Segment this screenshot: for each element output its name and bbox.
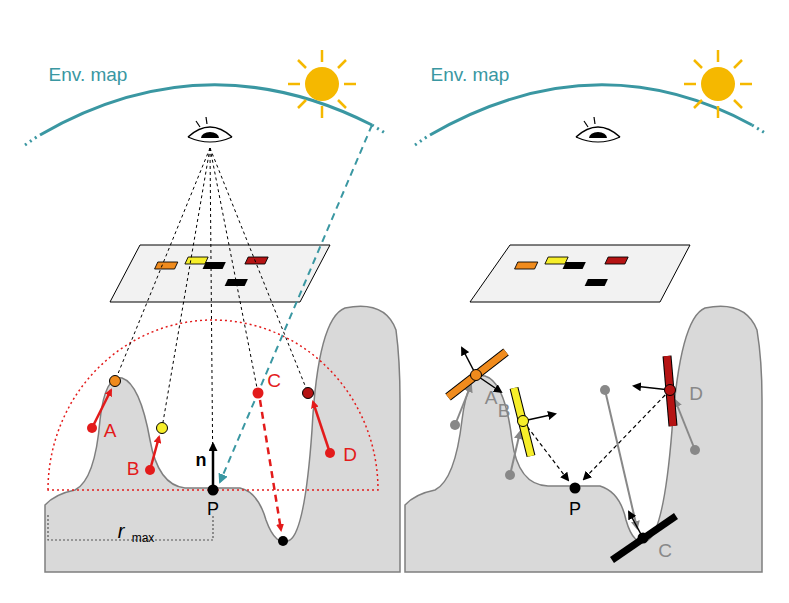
point-label: D [689,384,703,403]
point-label: P [569,500,581,518]
point-label: P [207,500,219,518]
point-label: B [498,401,511,420]
normal-label: n [196,451,207,469]
point-label: C [658,541,672,560]
point-label: D [343,445,357,464]
point-label: C [267,371,281,390]
point-label: A [104,421,117,440]
radius-subscript: max [132,532,155,544]
point-label: B [127,459,140,478]
point-label: A [485,388,498,407]
panel-title: Env. map [49,65,128,84]
radius-symbol: r [118,521,125,541]
panel-title: Env. map [431,65,510,84]
